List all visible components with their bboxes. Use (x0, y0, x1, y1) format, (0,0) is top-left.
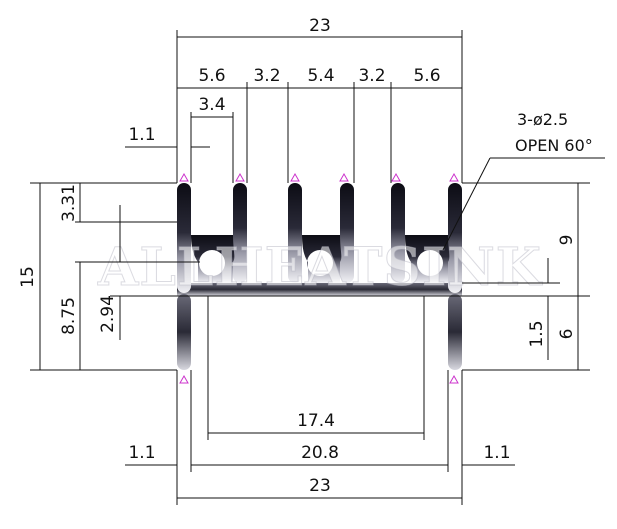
fin-outer-right (448, 183, 462, 293)
clip-center (302, 235, 342, 283)
fin-outer-left (177, 183, 191, 293)
dim-fin-width: 5.6 (198, 66, 225, 86)
fin-inner-3 (340, 183, 354, 283)
dim-bottom-overall: 23 (309, 476, 331, 496)
dim-fin-depth: 3.31 (59, 184, 79, 222)
dim-inner-width: 17.4 (297, 411, 335, 431)
leg-left (177, 294, 191, 370)
dim-leg-left: 1.1 (128, 443, 155, 463)
heatsink-profile (177, 183, 462, 370)
dim-center-span: 5.4 (307, 66, 334, 86)
leg-right (448, 294, 462, 370)
dim-outer-width: 20.8 (301, 443, 339, 463)
fin-inner-2 (288, 183, 302, 283)
fin-inner-4 (391, 183, 405, 283)
dim-height-total: 15 (18, 266, 38, 288)
position-markers (179, 172, 459, 384)
dim-base-thickness: 1.5 (527, 320, 547, 347)
dimension-lines (30, 30, 605, 505)
base-plate (177, 283, 462, 296)
watermark: ALLHEATSINK (97, 237, 543, 298)
clip-left (191, 235, 235, 283)
dim-gap-b: 3.2 (358, 66, 385, 86)
note-open-spec: OPEN 60° (515, 136, 593, 155)
dim-slot-span: 3.4 (198, 95, 225, 115)
clip-right (405, 235, 450, 283)
dim-leg-height: 6 (557, 329, 577, 340)
dim-fin-width-right: 5.6 (413, 66, 440, 86)
note-hole-spec: 3-ø2.5 (517, 110, 568, 129)
dim-hole-offset: 2.94 (98, 295, 118, 333)
dimension-labels: 23 5.6 3.2 5.4 3.2 5.6 3.4 1.1 15 3.31 8… (18, 16, 593, 496)
dim-fin-height: 9 (557, 235, 577, 246)
dim-gap-a: 3.2 (253, 66, 280, 86)
dim-leg-right: 1.1 (483, 443, 510, 463)
dim-base-height: 8.75 (59, 297, 79, 335)
dim-fin-thickness: 1.1 (128, 125, 155, 145)
dim-top-overall: 23 (309, 16, 331, 36)
fin-inner-1 (233, 183, 247, 283)
